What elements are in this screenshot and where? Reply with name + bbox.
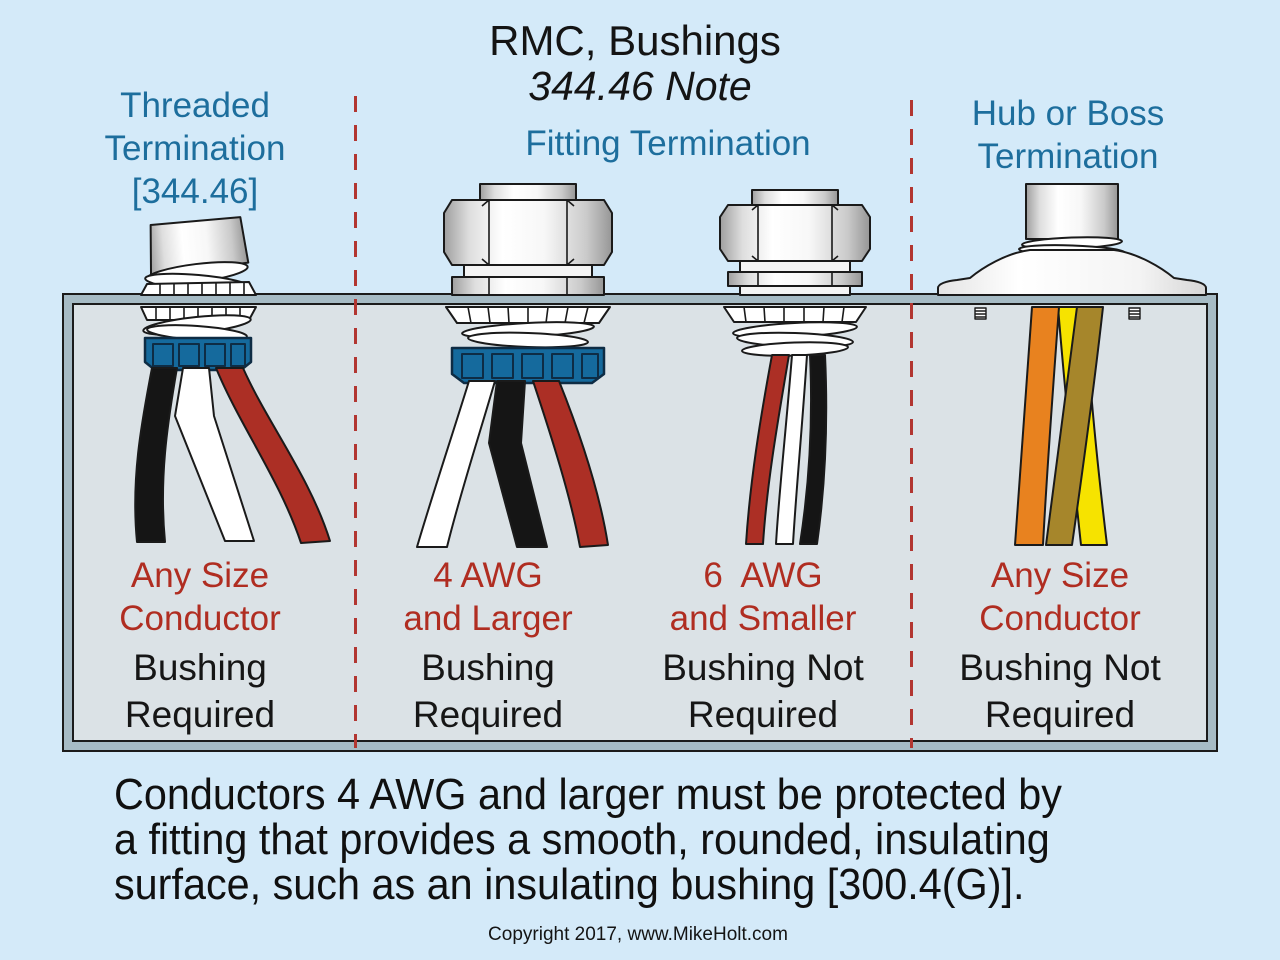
hub-screw-icon: [1124, 283, 1145, 296]
heading-fitting-termination: Fitting Termination: [525, 124, 811, 163]
heading-threaded-termination: Threaded Termination [344.46]: [104, 86, 286, 211]
bushing-requirement-label: Bushing Required: [412, 647, 564, 735]
bushing-requirement-label: Bushing Not Required: [662, 647, 864, 735]
divider-dashed-left: [354, 96, 357, 748]
code-rule-note: Conductors 4 AWG and larger must be prot…: [114, 770, 1062, 909]
bushing-requirement-label: Bushing Required: [124, 647, 276, 735]
copyright-text: Copyright 2017, www.MikeHolt.com: [488, 924, 788, 945]
conductor-size-label: 4 AWG and Larger: [403, 556, 573, 638]
divider-dashed-right: [910, 100, 913, 748]
code-note-subtitle: 344.46 Note: [528, 63, 752, 109]
hub-screw-icon: [970, 283, 991, 296]
conductor-size-label: Any Size Conductor: [979, 556, 1141, 638]
conductor-size-label: Any Size Conductor: [119, 556, 281, 638]
page-title: RMC, Bushings: [489, 17, 781, 64]
heading-hub-or-boss-termination: Hub or Boss Termination: [971, 94, 1165, 176]
bushing-requirement-label: Bushing Not Required: [959, 647, 1161, 735]
conductor-size-label: 6 AWG and Smaller: [669, 556, 857, 638]
